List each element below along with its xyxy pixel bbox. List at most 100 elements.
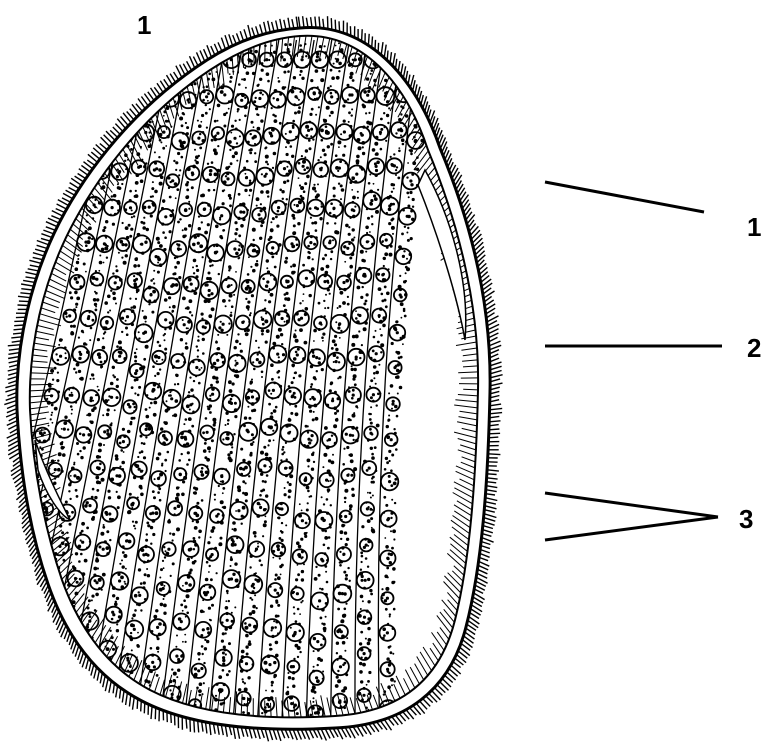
cilium [240,31,243,41]
granule [79,578,82,581]
granule [26,599,29,602]
nucleus-ring [162,723,174,735]
nucleus-center [70,394,73,397]
granule [24,722,26,724]
nucleus-center [102,548,105,551]
nucleus-center [252,249,255,252]
nucleus-center [82,433,85,436]
granule [261,173,263,175]
granule [187,558,190,561]
granule [70,712,72,714]
granule [333,187,336,190]
nucleus-center [338,322,341,325]
granule [200,121,202,123]
nucleus-center [129,206,132,209]
granule [304,182,307,185]
granule [145,321,147,323]
granule [110,290,112,292]
granule [263,446,266,449]
granule [381,241,383,243]
granule [184,605,187,608]
granule [154,190,158,194]
granule [326,222,329,225]
nucleus-center [105,321,108,324]
granule [150,526,153,529]
granule [27,477,30,480]
granule [175,497,179,501]
granule [222,84,224,86]
granule [206,85,209,88]
granule [20,717,23,720]
cilium [4,401,16,405]
granule [123,554,127,558]
granule [197,339,200,342]
granule [370,422,373,425]
granule [95,476,99,480]
granule [389,613,391,615]
granule [203,682,205,684]
granule [314,190,316,192]
granule [152,365,155,368]
granule [83,678,86,681]
granule [156,72,158,74]
granule [318,357,321,360]
nucleus-center [320,558,323,561]
granule [239,257,241,259]
granule [149,121,152,124]
granule [251,610,255,614]
cilium [489,341,501,346]
granule [10,577,12,579]
granule [135,521,138,524]
granule [94,496,97,499]
granule [274,578,277,581]
cilium [21,289,32,290]
granule [222,632,225,635]
granule [400,134,402,136]
granule [365,251,367,253]
granule [357,286,361,290]
granule [130,623,134,627]
granule [396,320,399,323]
granule [44,633,47,636]
granule [167,451,170,454]
nucleus-ring [41,716,53,728]
granule [228,600,230,602]
granule [102,573,106,577]
granule [133,275,135,277]
granule [7,677,11,681]
granule [410,153,413,156]
nucleus-ring [61,726,76,741]
granule [235,510,237,512]
granule [11,643,15,647]
granule [371,527,373,529]
granule [40,642,43,645]
granule [382,627,386,631]
granule [198,382,201,385]
granule [417,115,421,119]
nucleus-center [283,58,286,61]
nucleus-ring [47,682,61,696]
granule [407,227,409,229]
granule [268,59,270,61]
granule [102,229,105,232]
nucleus-center [315,356,318,359]
granule [89,420,91,422]
granule [123,729,126,732]
granule [422,72,426,76]
granule [135,111,137,113]
cilium [249,728,252,739]
granule [359,662,362,665]
granule [180,436,184,440]
granule [372,148,376,152]
granule [299,630,302,633]
granule [399,275,401,277]
granule [369,508,372,511]
granule [131,649,133,651]
granule [139,87,141,89]
granule [319,217,322,220]
granule [255,340,257,342]
granule [25,623,28,626]
granule [157,262,159,264]
granule [320,644,323,647]
granule [0,590,4,594]
